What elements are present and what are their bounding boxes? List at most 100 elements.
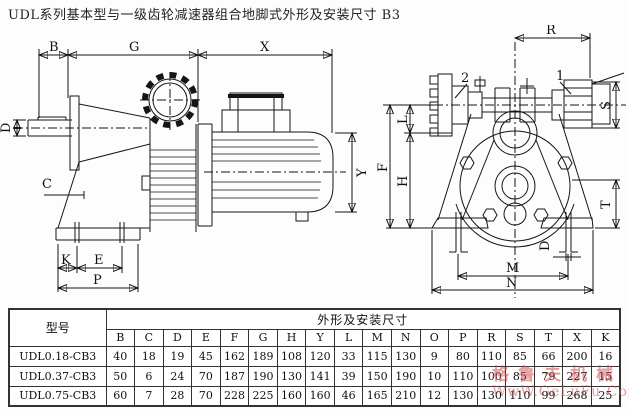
column-header: X [562, 328, 592, 347]
table-cell: 99 [533, 385, 564, 407]
table-cell: 130 [448, 385, 478, 407]
column-header: P [448, 328, 478, 347]
table-cell: 130 [390, 345, 421, 367]
table-cell: 268 [562, 385, 592, 407]
dim-label-c: C [42, 177, 52, 192]
table-cell: 40 [105, 345, 136, 367]
dim-label-n: N [506, 276, 517, 291]
dim-label-l: L [396, 115, 411, 124]
table-cell: 210 [390, 385, 421, 407]
column-header: N [390, 328, 421, 347]
table-cell: 227 [562, 365, 592, 387]
table-cell: 108 [276, 345, 307, 367]
table-cell: 150 [362, 365, 392, 387]
column-header: F [219, 328, 250, 347]
callout-1: 1 [556, 69, 564, 84]
dim-label-r: R [546, 25, 557, 38]
table-cell: 190 [390, 365, 421, 387]
dim-label-t: T [599, 200, 614, 209]
table-cell: 7 [134, 385, 164, 407]
table-cell: 189 [248, 345, 278, 367]
table-cell: 160 [305, 385, 335, 407]
dim-label-p: P [93, 273, 102, 288]
table-cell: 12 [419, 385, 450, 407]
model-cell: UDL0.75-CB3 [8, 385, 107, 407]
table-cell: 85 [505, 345, 535, 367]
table-cell: 25 [590, 385, 621, 407]
column-header: K [590, 328, 621, 347]
table-row: UDL0.18-CB3 40 18 19 45 162 189 108 120 … [8, 345, 621, 367]
dimensions-table: 型号 外形及安装尺寸 B C D E F G H Y L M N O P R S… [8, 308, 621, 407]
table-cell: 9 [419, 345, 450, 367]
table-cell: 16 [590, 345, 621, 367]
column-header: D [162, 328, 193, 347]
table-cell: 79 [533, 365, 564, 387]
table-cell: 110 [505, 385, 535, 407]
table-cell: 45 [191, 345, 221, 367]
column-header: G [248, 328, 278, 347]
model-cell: UDL0.18-CB3 [8, 345, 107, 367]
table-cell: 15 [590, 365, 621, 387]
dim-label-g: G [129, 40, 139, 55]
dim-label-e: E [94, 253, 104, 268]
column-header: L [333, 328, 364, 347]
dim-label-s: S [599, 101, 614, 110]
table-cell: 60 [105, 385, 136, 407]
table-cell: 100 [476, 365, 507, 387]
table-cell: 141 [305, 365, 335, 387]
page-title: UDL系列基本型与一级齿轮减速器组合地脚式外形及安装尺寸 B3 [8, 8, 401, 23]
table-cell: 187 [219, 365, 250, 387]
dim-label-f: F [376, 163, 391, 172]
dim-label-d-shaft: D [0, 123, 14, 133]
callout-2: 2 [461, 71, 469, 86]
table-row: UDL0.75-CB3 60 7 28 70 228 225 160 160 4… [8, 385, 621, 407]
table-cell: 24 [162, 365, 193, 387]
table-cell: 110 [448, 365, 478, 387]
dim-label-y: Y [355, 168, 370, 178]
dim-label-x: X [260, 40, 270, 55]
dim-label-d-hole: D [538, 241, 553, 251]
side-view-drawing: B G X D [0, 40, 370, 292]
table-cell: 80 [448, 345, 478, 367]
table-cell: 162 [219, 345, 250, 367]
table-cell: 225 [248, 385, 278, 407]
table-cell: 66 [533, 345, 564, 367]
table-cell: 18 [134, 345, 164, 367]
dim-label-h: H [396, 176, 411, 187]
table-cell: 190 [248, 365, 278, 387]
column-header: E [191, 328, 221, 347]
table-cell: 130 [276, 365, 307, 387]
table-cell: 110 [476, 345, 507, 367]
dim-label-k: K [61, 253, 71, 268]
column-header: C [134, 328, 164, 347]
model-column-header: 型号 [8, 308, 107, 347]
dimensions-group-header: 外形及安装尺寸 [105, 308, 621, 330]
table-row: UDL0.37-CB3 50 6 24 70 187 190 130 141 3… [8, 365, 621, 387]
table-cell: 6 [134, 365, 164, 387]
table-cell: 70 [191, 365, 221, 387]
column-header: M [362, 328, 392, 347]
table-cell: 228 [219, 385, 250, 407]
table-cell: 120 [305, 345, 335, 367]
table-cell: 28 [162, 385, 193, 407]
table-cell: 39 [333, 365, 364, 387]
dim-label-b: B [49, 40, 59, 55]
table-cell: 200 [562, 345, 592, 367]
table-cell: 85 [505, 365, 535, 387]
column-header: S [505, 328, 535, 347]
table-cell: 10 [419, 365, 450, 387]
table-cell: 160 [276, 385, 307, 407]
table-cell: 165 [362, 385, 392, 407]
table-cell: 19 [162, 345, 193, 367]
column-header: B [105, 328, 136, 347]
table-cell: 70 [191, 385, 221, 407]
dim-label-m: M [506, 261, 519, 276]
table-cell: 50 [105, 365, 136, 387]
column-header: R [476, 328, 507, 347]
column-header: Y [305, 328, 335, 347]
table-cell: 130 [476, 385, 507, 407]
column-header: O [419, 328, 450, 347]
front-view-drawing: R D M [376, 25, 626, 298]
column-header: H [276, 328, 307, 347]
